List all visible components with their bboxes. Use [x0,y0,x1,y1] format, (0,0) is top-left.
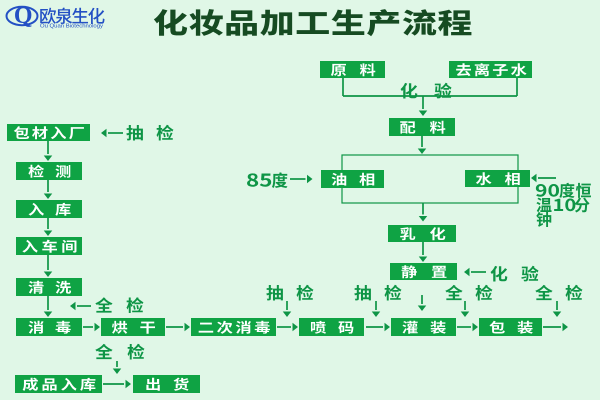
svg-text:Ou Quan Biotechnology: Ou Quan Biotechnology [40,24,103,30]
svg-text:Q: Q [14,3,33,29]
